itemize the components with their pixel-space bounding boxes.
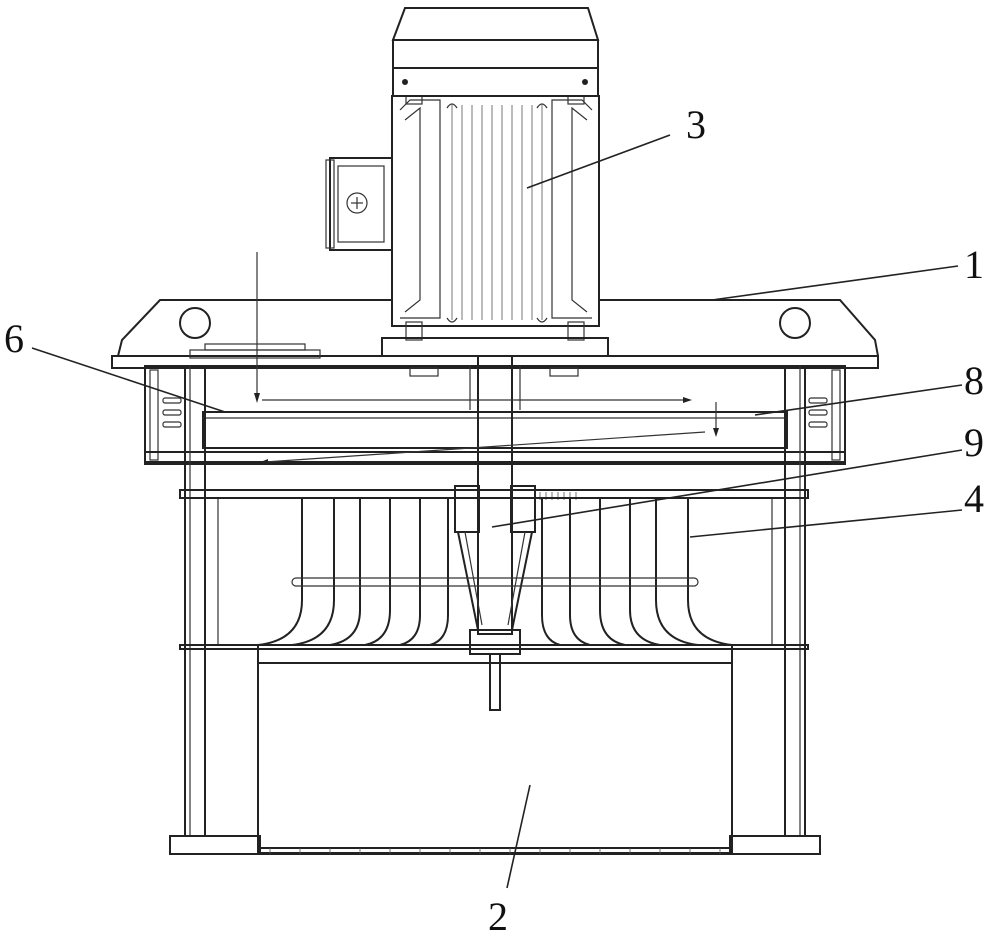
motor <box>325 7 609 357</box>
upper-casing <box>144 365 846 465</box>
flow-arrows <box>254 252 719 465</box>
leader-lines <box>31 134 963 889</box>
lower-housing <box>169 644 821 855</box>
impeller <box>179 489 809 650</box>
label-9: 9 <box>964 420 984 465</box>
label-6: 6 <box>4 316 24 361</box>
label-4: 4 <box>964 476 984 521</box>
support-columns <box>184 365 806 837</box>
label-8: 8 <box>964 358 984 403</box>
label-2: 2 <box>488 894 508 939</box>
label-1: 1 <box>964 242 984 287</box>
label-3: 3 <box>686 102 706 147</box>
shaft <box>454 355 577 711</box>
